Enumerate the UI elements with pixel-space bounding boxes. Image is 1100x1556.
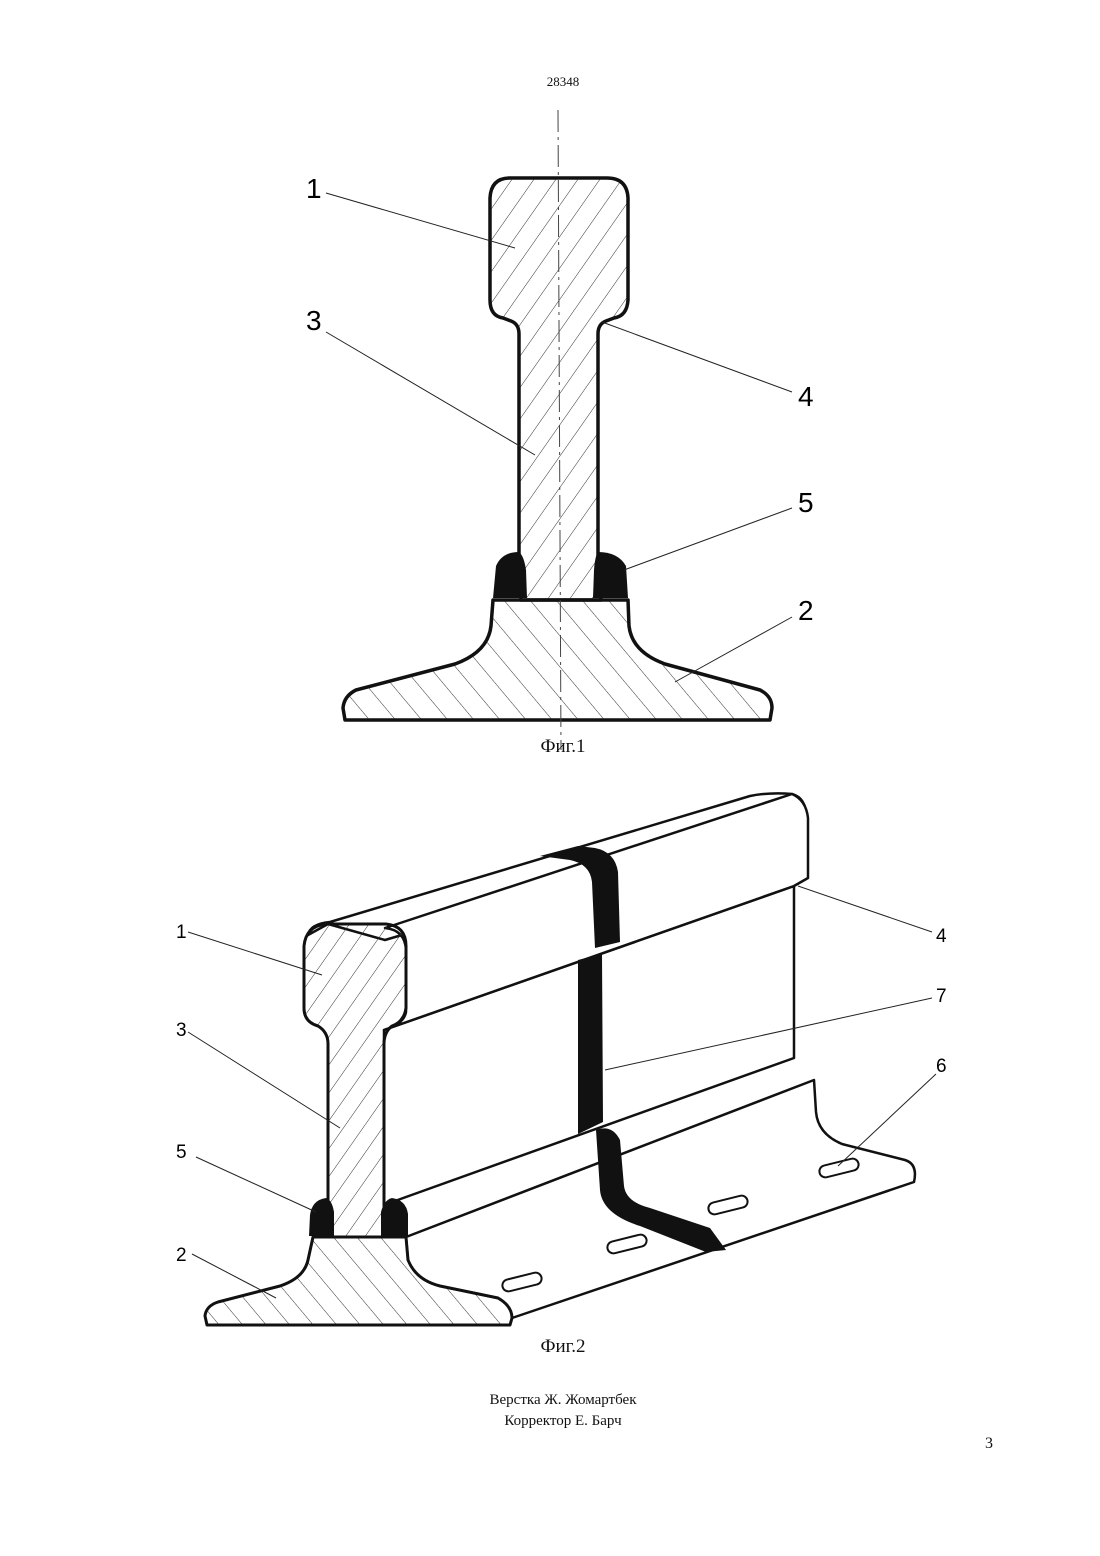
callout-4: 4 xyxy=(798,381,814,412)
weld-seam-right xyxy=(381,1198,408,1236)
callout-1: 1 xyxy=(306,173,322,204)
figure-1-rail-cross-section: 1 3 4 5 2 xyxy=(300,100,830,760)
callout-4: 4 xyxy=(936,926,947,947)
callout-3: 3 xyxy=(176,1020,187,1041)
callout-3: 3 xyxy=(306,305,322,336)
leader-line-2 xyxy=(675,617,792,682)
figure-2-caption: Фиг.2 xyxy=(0,1336,1100,1358)
document-number: 28348 xyxy=(0,74,1100,90)
callout-1: 1 xyxy=(176,922,187,943)
leader-line-1 xyxy=(188,932,322,975)
figure-1-caption: Фиг.1 xyxy=(0,736,1100,758)
leader-line-5 xyxy=(624,508,792,570)
callout-6: 6 xyxy=(936,1056,947,1077)
figure-2-rail-perspective: 1 3 5 2 4 7 6 xyxy=(170,780,960,1380)
layout-credit: Верстка Ж. Жомартбек xyxy=(0,1390,1100,1411)
callout-5: 5 xyxy=(798,487,814,518)
leader-line-5 xyxy=(196,1157,316,1212)
weld-seam-left xyxy=(309,1198,334,1236)
leader-line-4 xyxy=(798,886,932,932)
rail-head-and-web-section xyxy=(490,178,628,600)
leader-line-2 xyxy=(192,1254,276,1298)
leader-line-3 xyxy=(326,332,535,455)
leader-line-1 xyxy=(326,193,515,248)
callout-2: 2 xyxy=(798,595,814,626)
rail-foot-section xyxy=(343,600,772,720)
leader-line-3 xyxy=(188,1032,340,1128)
leader-line-6 xyxy=(838,1074,936,1166)
page-number: 3 xyxy=(985,1435,993,1453)
weld-seam-right xyxy=(593,552,628,598)
callout-7: 7 xyxy=(936,986,947,1007)
leader-line-4 xyxy=(602,322,792,392)
credits-block: Верстка Ж. Жомартбек Корректор Е. Барч xyxy=(0,1390,1100,1432)
corrector-credit: Корректор Е. Барч xyxy=(0,1411,1100,1432)
weld-seam-left xyxy=(493,552,527,598)
callout-5: 5 xyxy=(176,1142,187,1163)
callout-2: 2 xyxy=(176,1245,187,1266)
